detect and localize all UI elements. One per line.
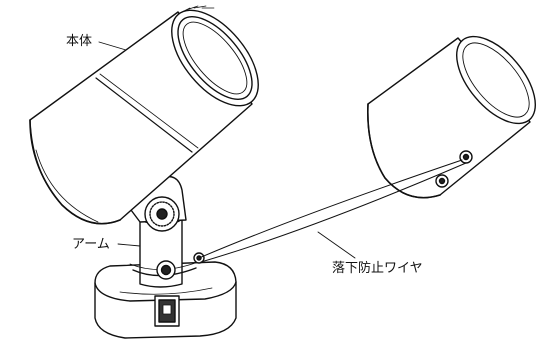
base [94, 261, 237, 339]
label-anti-fall-wire: 落下防止ワイヤ [332, 261, 423, 276]
detached-shade [367, 35, 537, 199]
leader-body [98, 41, 127, 51]
leader-arm [117, 243, 141, 247]
leader-wire [317, 231, 356, 259]
hinge [127, 175, 187, 232]
label-body: 本体 [66, 34, 93, 49]
label-arm: アーム [72, 237, 110, 252]
anti-fall-wire [198, 159, 467, 263]
main-body [29, 5, 259, 225]
